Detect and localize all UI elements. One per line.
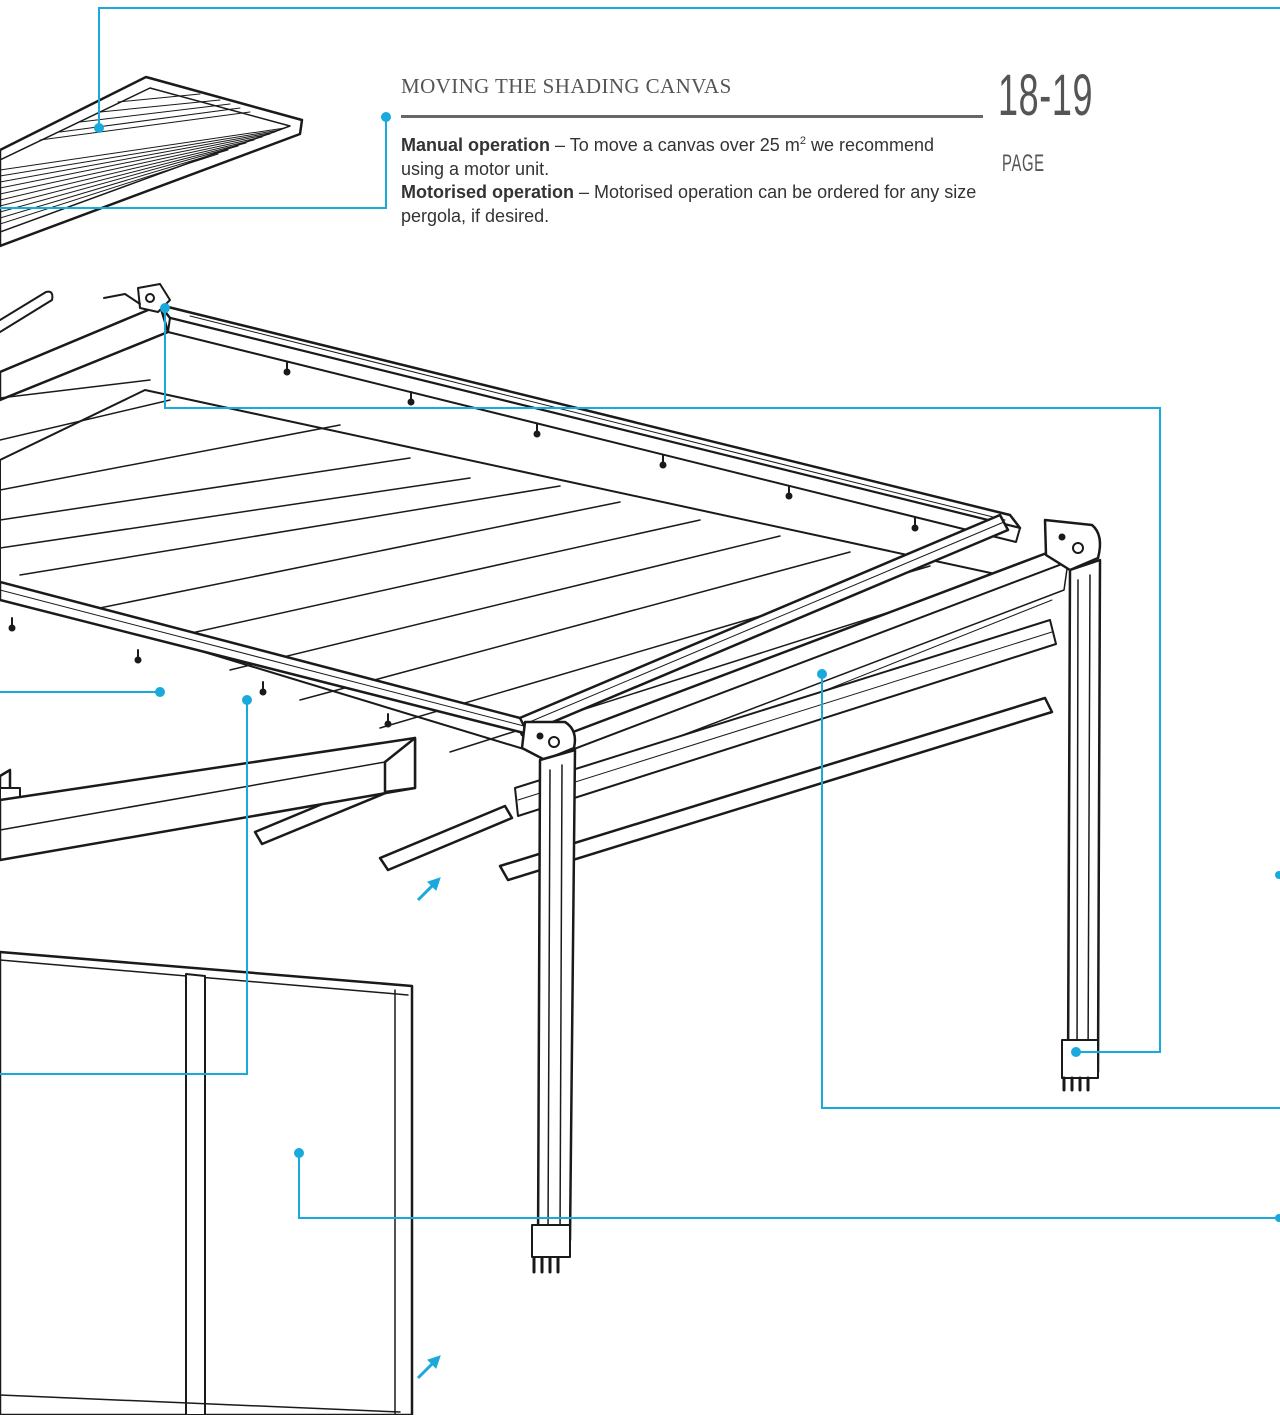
manual-operation-label: Manual operation (401, 135, 551, 155)
callout-shading-canvas (0, 117, 387, 209)
post-front (531, 748, 577, 1274)
callout-side-wall (298, 1153, 1280, 1219)
motorised-operation-paragraph: Motorised operation – Motorised operatio… (401, 181, 981, 228)
callout-corner-post (164, 308, 1161, 1053)
motorised-operation-text: – Motorised operation can be ordered for… (401, 182, 977, 226)
square-meter-exponent: 2 (799, 135, 806, 147)
canvas-hooks (8, 361, 919, 728)
callout-roof-panel (98, 7, 1280, 128)
manual-operation-paragraph: Manual operation – To move a canvas over… (401, 134, 981, 181)
manual-operation-text: – To move a canvas over 25 m (550, 135, 800, 155)
callout-hook (0, 700, 248, 1075)
post-right (1061, 558, 1102, 1092)
canvas-guide-rail (498, 619, 1057, 882)
direction-arrows (416, 877, 441, 1380)
page-range: 18-19 (998, 63, 1094, 128)
roof-panel-inset (0, 75, 304, 248)
motorised-operation-label: Motorised operation (401, 182, 575, 202)
rear-frame-beam (158, 303, 1022, 543)
page-label: PAGE (1002, 150, 1045, 177)
callout-dots (94, 112, 1280, 1222)
section-heading: MOVING THE SHADING CANVAS (401, 74, 732, 98)
heading-rule (401, 115, 983, 118)
operation-description: Manual operation – To move a canvas over… (401, 134, 981, 228)
callout-guide-rail (821, 674, 1280, 1109)
side-wall-panel (0, 736, 417, 1415)
manual-operation-text-end: we recommend using a motor unit. (401, 135, 934, 179)
